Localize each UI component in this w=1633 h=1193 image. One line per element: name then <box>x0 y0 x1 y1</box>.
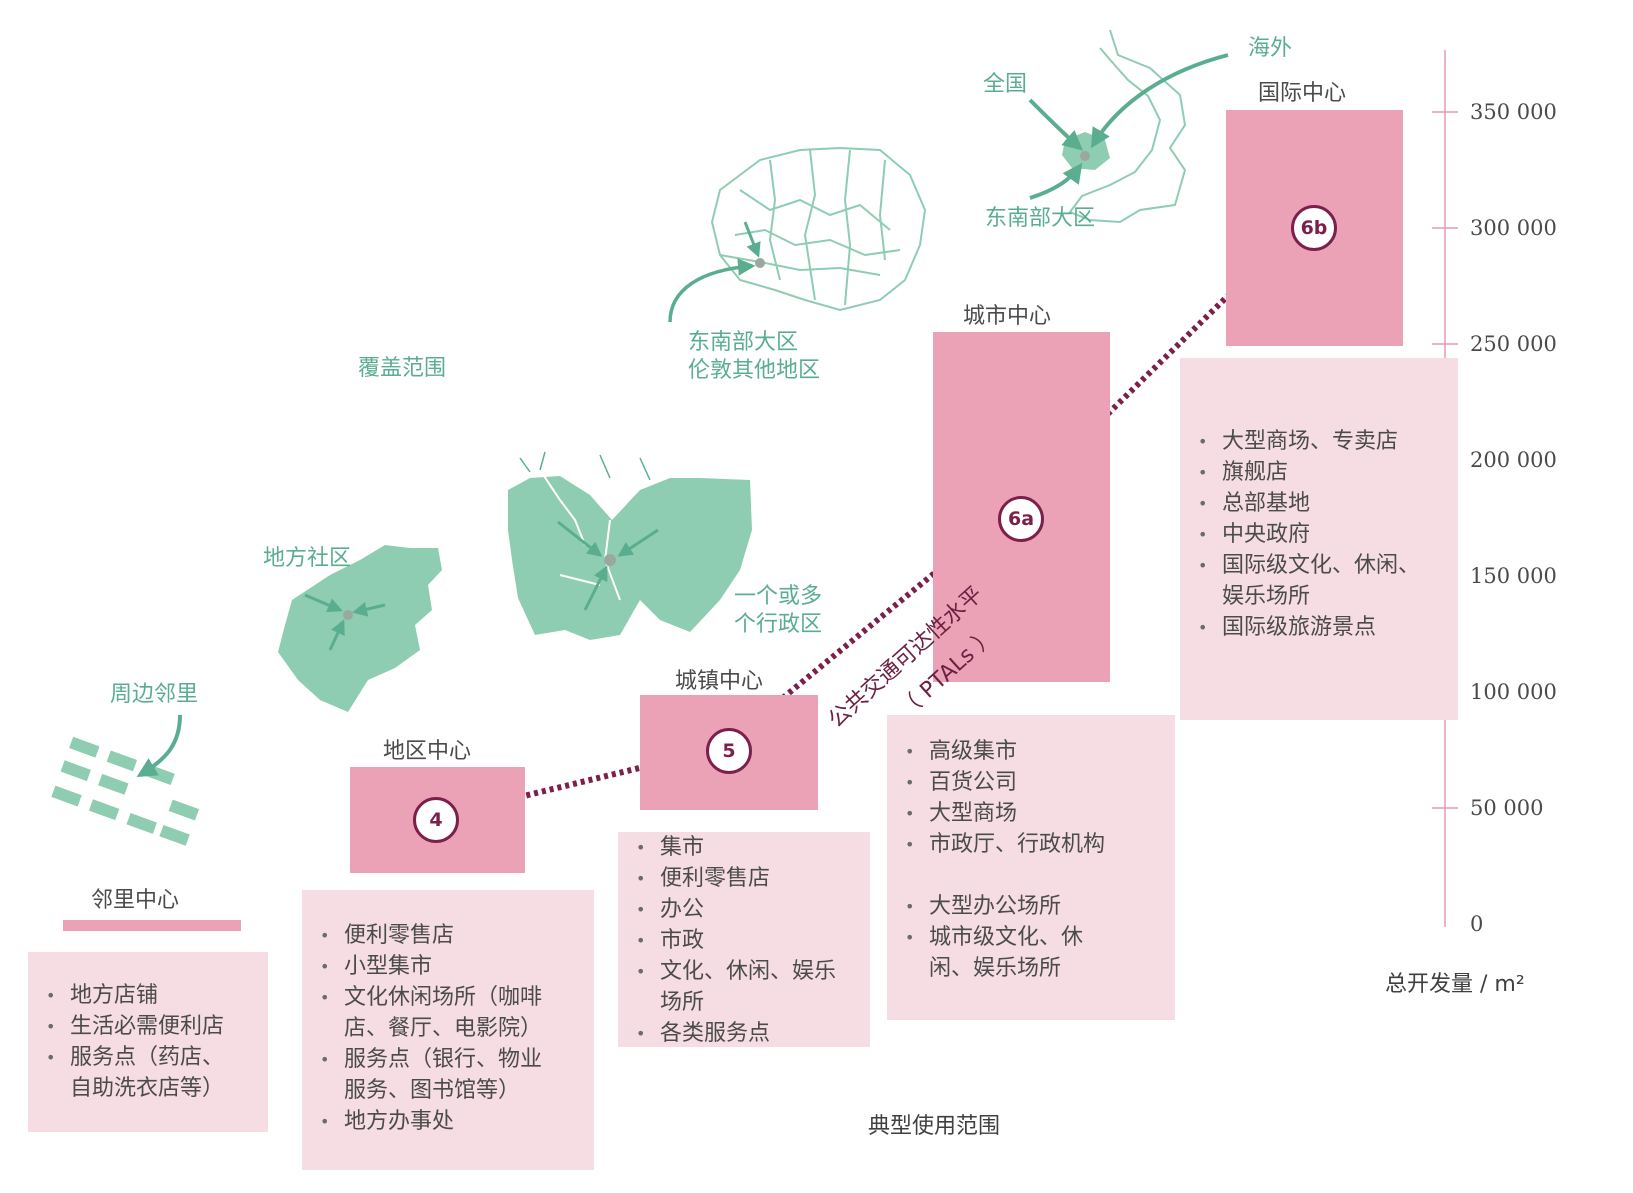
ptal-dotted-line <box>432 222 1303 821</box>
districts-map <box>508 476 752 640</box>
nearby-arrow <box>136 714 182 778</box>
list-item: 总部基地 <box>1194 488 1458 519</box>
list-item: 大型商场 <box>901 798 1175 829</box>
axis-tick-300000: 300 000 <box>1470 216 1557 240</box>
list-item: 百货公司 <box>901 767 1175 798</box>
list-item: 高级集市 <box>901 736 1175 767</box>
bar-neighbourhood <box>63 920 241 931</box>
uk-map <box>1068 29 1187 224</box>
centre-label-international: 国际中心 <box>1258 81 1347 106</box>
scope-london-line2: 伦敦其他地区 <box>688 358 821 383</box>
list-item: 文化休闲场所（咖啡 店、餐厅、电影院） <box>316 982 594 1044</box>
axis-tick-350000: 350 000 <box>1470 100 1557 124</box>
centre-label-metro: 城市中心 <box>963 304 1052 329</box>
badge-metro: 6a <box>998 496 1044 542</box>
uses-district: 便利零售店 小型集市 文化休闲场所（咖啡 店、餐厅、电影院） 服务点（银行、物业… <box>302 890 594 1170</box>
axis-title: 总开发量 / m² <box>1385 972 1525 997</box>
list-item: 地方店铺 <box>42 980 268 1011</box>
axis-tick-0: 0 <box>1470 912 1484 936</box>
typical-use-label: 典型使用范围 <box>868 1114 1001 1139</box>
list-item: 集市 <box>632 832 870 863</box>
scope-districts-line2: 个行政区 <box>734 612 823 637</box>
axis-tick-150000: 150 000 <box>1470 564 1557 588</box>
axis-tick-250000: 250 000 <box>1470 332 1557 356</box>
list-item: 服务点（银行、物业 服务、图书馆等） <box>316 1044 594 1106</box>
centre-label-district: 地区中心 <box>383 739 472 764</box>
scope-national: 全国 <box>983 72 1028 97</box>
list-item: 城市级文化、休 闲、娱乐场所 <box>901 922 1175 984</box>
overseas-arrow <box>1090 53 1229 149</box>
scope-southeast: 东南部大区 <box>985 206 1096 231</box>
uses-neighbourhood: 地方店铺 生活必需便利店 服务点（药店、 自助洗衣店等） <box>28 952 268 1132</box>
list-item: 地方办事处 <box>316 1106 594 1137</box>
coverage-label: 覆盖范围 <box>358 356 447 381</box>
list-item: 大型商场、专卖店 <box>1194 426 1458 457</box>
southeast-arrow <box>1029 162 1083 200</box>
axis-tick-200000: 200 000 <box>1470 448 1557 472</box>
london-inflow-arrow <box>668 258 756 323</box>
badge-town: 5 <box>706 728 752 774</box>
axis-tick-100000: 100 000 <box>1470 680 1557 704</box>
axis-tick-50000: 50 000 <box>1470 796 1544 820</box>
scope-districts-line1: 一个或多 <box>734 584 823 609</box>
scope-nearby: 周边邻里 <box>110 682 199 707</box>
list-item: 市政 <box>632 925 870 956</box>
list-item: 各类服务点 <box>632 1018 870 1049</box>
list-item: 市政厅、行政机构 <box>901 829 1175 860</box>
list-item: 小型集市 <box>316 951 594 982</box>
national-arrow <box>1028 98 1084 151</box>
uses-metro: 高级集市 百货公司 大型商场 市政厅、行政机构 大型办公场所 城市级文化、休 闲… <box>887 715 1175 1020</box>
list-item: 大型办公场所 <box>901 891 1175 922</box>
list-item: 便利零售店 <box>632 863 870 894</box>
uses-town: 集市 便利零售店 办公 市政 文化、休闲、娱乐 场所 各类服务点 <box>618 832 870 1049</box>
scope-london-line1: 东南部大区 <box>688 330 799 355</box>
list-item: 中央政府 <box>1194 519 1458 550</box>
list-item: 生活必需便利店 <box>42 1011 268 1042</box>
list-item: 旗舰店 <box>1194 457 1458 488</box>
list-item: 国际级文化、休闲、 娱乐场所 <box>1194 550 1458 612</box>
community-map <box>278 545 442 712</box>
list-item: 文化、休闲、娱乐 场所 <box>632 956 870 1018</box>
badge-district: 4 <box>413 797 459 843</box>
street-blocks-map <box>51 736 200 846</box>
list-item: 办公 <box>632 894 870 925</box>
centre-label-town: 城镇中心 <box>675 669 764 694</box>
centre-label-neighbourhood: 邻里中心 <box>91 888 180 913</box>
scope-overseas: 海外 <box>1248 36 1293 61</box>
list-item: 国际级旅游景点 <box>1194 612 1458 643</box>
london-map <box>710 146 927 312</box>
scope-community: 地方社区 <box>263 546 352 571</box>
list-item: 服务点（药店、 自助洗衣店等） <box>42 1042 268 1104</box>
list-item: 便利零售店 <box>316 920 594 951</box>
uses-international: 大型商场、专卖店 旗舰店 总部基地 中央政府 国际级文化、休闲、 娱乐场所 国际… <box>1180 358 1458 720</box>
badge-international: 6b <box>1291 205 1337 251</box>
